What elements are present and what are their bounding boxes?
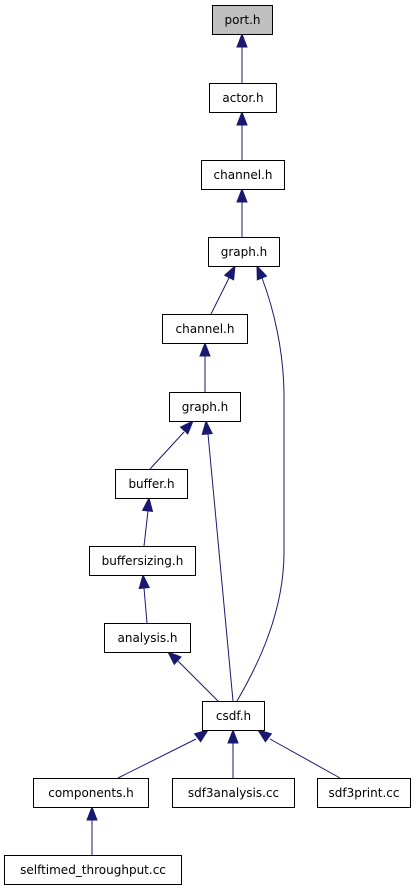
node-sdf3analysis-cc[interactable]: sdf3analysis.cc (172, 778, 295, 808)
node-label: buffersizing.h (102, 554, 184, 568)
arrowhead-icon (86, 805, 98, 821)
edge-line (149, 431, 185, 470)
node-box[interactable] (212, 5, 273, 35)
edge-line (207, 433, 234, 702)
node-box[interactable] (104, 623, 191, 653)
node-channel-h-2[interactable]: channel.h (162, 314, 248, 344)
edge-analysis_h-to-buffersizing_h (138, 573, 150, 624)
edge-line (143, 510, 149, 547)
edge-buffersizing_h-to-buffer_h (141, 496, 154, 547)
arrowhead-icon (201, 419, 213, 435)
node-components-h[interactable]: components.h (33, 778, 149, 808)
node-sdf3print-cc[interactable]: sdf3print.cc (317, 778, 411, 808)
edge-graph_h_1-to-channel_h_1 (236, 187, 248, 237)
node-buffersizing-h[interactable]: buffersizing.h (89, 546, 196, 576)
node-label: graph.h (221, 245, 268, 259)
node-label: components.h (48, 786, 134, 800)
edges-layer (86, 32, 341, 855)
edge-line (177, 660, 219, 702)
node-box[interactable] (317, 778, 411, 808)
edge-selftimed_throughput_cc-to-components_h (86, 805, 98, 855)
arrowhead-icon (141, 496, 154, 512)
edge-csdf_h-to-analysis_h (166, 651, 219, 702)
arrowhead-icon (223, 264, 236, 281)
edge-channel_h_2-to-graph_h_1 (210, 264, 236, 315)
arrowhead-icon (138, 573, 150, 590)
node-box[interactable] (209, 83, 277, 113)
arrowhead-icon (236, 110, 248, 126)
node-actor-h[interactable]: actor.h (209, 83, 277, 113)
node-graph-h-2[interactable]: graph.h (169, 392, 241, 422)
node-box[interactable] (208, 237, 280, 267)
arrowhead-icon (256, 729, 273, 743)
node-label: graph.h (182, 400, 229, 414)
node-label: port.h (224, 13, 260, 27)
node-label: channel.h (176, 322, 235, 336)
node-analysis-h[interactable]: analysis.h (104, 623, 191, 653)
node-box[interactable] (169, 392, 241, 422)
arrowhead-icon (199, 341, 211, 357)
edge-line (236, 277, 285, 702)
node-box[interactable] (4, 855, 182, 885)
edge-components_h-to-csdf_h (117, 729, 210, 779)
node-box[interactable] (162, 314, 248, 344)
edge-line (117, 738, 197, 779)
arrowhead-icon (227, 728, 239, 744)
edge-line (210, 277, 230, 315)
edge-channel_h_1-to-actor_h (236, 110, 248, 160)
node-buffer-h[interactable]: buffer.h (115, 469, 188, 499)
node-box[interactable] (172, 778, 295, 808)
edge-sdf3print_cc-to-csdf_h (256, 729, 341, 779)
arrowhead-icon (236, 32, 248, 48)
arrowhead-icon (193, 729, 210, 743)
node-box[interactable] (89, 546, 196, 576)
edge-line (143, 587, 148, 624)
edge-sdf3analysis_cc-to-csdf_h (227, 728, 239, 778)
node-box[interactable] (115, 469, 188, 499)
arrowhead-icon (166, 651, 182, 666)
node-label: buffer.h (128, 477, 174, 491)
node-label: csdf.h (216, 709, 251, 723)
node-label: analysis.h (117, 631, 177, 645)
node-label: actor.h (222, 91, 263, 105)
arrowhead-icon (236, 187, 248, 203)
node-label: sdf3analysis.cc (188, 786, 279, 800)
edge-buffer_h-to-graph_h_2 (149, 419, 194, 470)
node-graph-h-1[interactable]: graph.h (208, 237, 280, 267)
node-label: selftimed_throughput.cc (20, 863, 166, 877)
node-selftimed-throughput-cc[interactable]: selftimed_throughput.cc (4, 855, 182, 885)
edge-line (269, 738, 341, 779)
node-port-h[interactable]: port.h (212, 5, 273, 35)
edge-csdf_h-to-graph_h_1 (236, 264, 285, 702)
edge-actor_h-to-port_h (236, 32, 248, 83)
node-box[interactable] (33, 778, 149, 808)
arrowhead-icon (256, 264, 268, 281)
node-label: channel.h (214, 168, 273, 182)
node-box[interactable] (201, 160, 285, 190)
node-channel-h-1[interactable]: channel.h (201, 160, 285, 190)
node-csdf-h[interactable]: csdf.h (202, 701, 265, 731)
node-box[interactable] (202, 701, 265, 731)
nodes-layer: port.h actor.h channel.h graph.h channel.h gr… (4, 5, 411, 885)
node-label: sdf3print.cc (329, 786, 400, 800)
edge-csdf_h-to-graph_h_2 (201, 419, 234, 702)
arrowhead-icon (179, 419, 194, 435)
edge-graph_h_2-to-channel_h_2 (199, 341, 211, 392)
